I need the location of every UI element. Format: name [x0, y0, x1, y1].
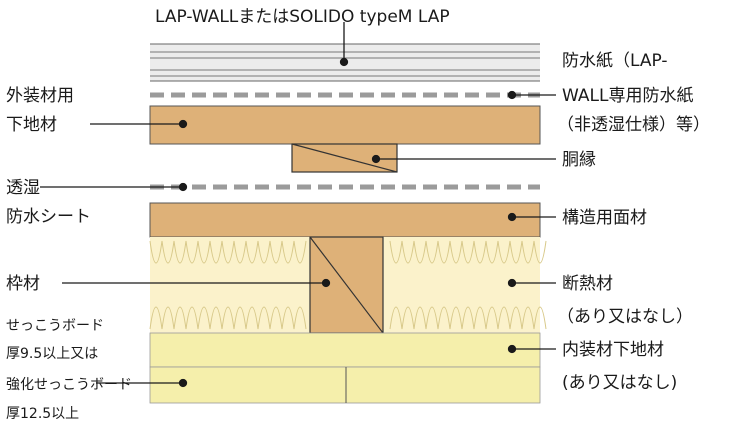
furring-strip	[291, 143, 398, 173]
label-furring-strip: 胴縁	[562, 150, 596, 170]
label-insulation-line1: 断熱材	[562, 274, 613, 294]
label-structural-panel: 構造用面材	[562, 208, 647, 228]
exterior-furring-board	[149, 105, 541, 145]
label-breathable-line2: 防水シート	[6, 207, 91, 227]
label-gypsum-line1: せっこうボード	[6, 318, 104, 334]
label-waterproof-paper-line3: （非透湿仕様）等）	[557, 115, 710, 135]
label-waterproof-paper-line2: WALL専用防水紙	[562, 86, 693, 106]
title-label: LAP-WALLまたはSOLIDO typeM LAP	[155, 7, 450, 27]
label-frame: 枠材	[6, 274, 40, 294]
label-exterior-furring-line2: 下地材	[6, 115, 57, 135]
structural-panel	[149, 202, 541, 238]
label-breathable-line1: 透湿	[6, 178, 40, 198]
interior-base-board	[149, 332, 541, 368]
gypsum-board	[149, 366, 541, 404]
label-insulation-line2: （あり又はなし）	[557, 307, 693, 327]
label-exterior-furring-line1: 外装材用	[6, 86, 74, 106]
label-gypsum-line4: 厚12.5以上	[6, 406, 79, 422]
frame-stud	[309, 236, 384, 334]
label-gypsum-line2: 厚9.5以上又は	[6, 346, 98, 362]
label-interior-base-line1: 内装材下地材	[562, 340, 664, 360]
leader-lines	[40, 22, 556, 388]
label-interior-base-line2: (あり又はなし)	[562, 373, 677, 393]
label-gypsum-line3: 強化せっこうボード	[6, 377, 132, 393]
label-waterproof-paper-line1: 防水紙（LAP-	[562, 51, 668, 71]
